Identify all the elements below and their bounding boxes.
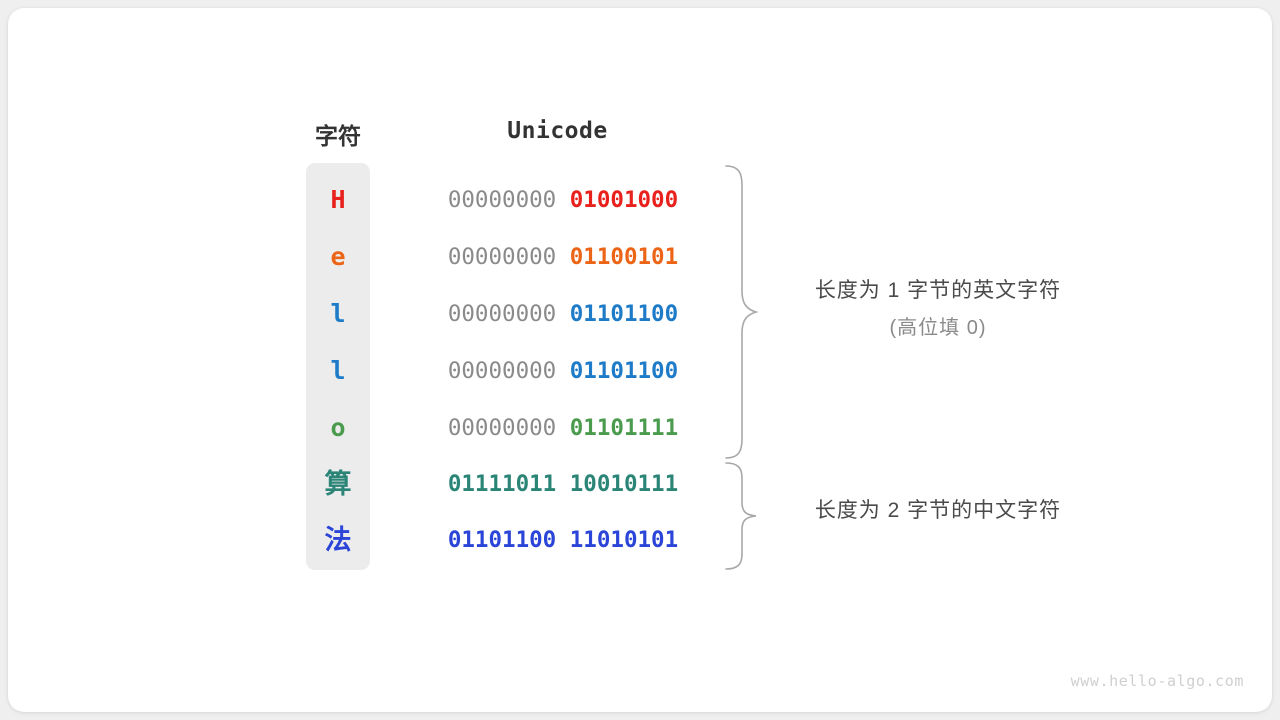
annotation-english-line1: 长度为 1 字节的英文字符 <box>814 279 1062 302</box>
character-cell: H <box>330 185 346 214</box>
unicode-low-byte: 10010111 <box>569 471 679 497</box>
unicode-binary-cell: 00000000 01101100 <box>427 356 699 386</box>
brace-english-rows <box>725 165 759 459</box>
unicode-high-byte: 00000000 <box>447 187 557 213</box>
annotation-chinese: 长度为 2 字节的中文字符 <box>753 494 1123 524</box>
character-cell: 算 <box>324 469 352 499</box>
column-header-character: 字符 <box>315 123 361 149</box>
character-cell: l <box>330 299 346 328</box>
unicode-high-byte: 00000000 <box>447 244 557 270</box>
brace-chinese-rows <box>725 462 757 570</box>
unicode-low-byte: 01101100 <box>569 358 679 384</box>
unicode-low-byte: 01101100 <box>569 301 679 327</box>
character-cell: e <box>330 242 346 271</box>
unicode-low-byte: 01001000 <box>569 187 679 213</box>
character-cell: l <box>330 356 346 385</box>
character-column-background <box>306 163 370 570</box>
unicode-high-byte: 01111011 <box>447 471 557 497</box>
column-header-unicode: Unicode <box>507 118 608 144</box>
unicode-binary-cell: 01111011 10010111 <box>427 469 699 499</box>
unicode-low-byte: 01100101 <box>569 244 679 270</box>
unicode-binary-cell: 01101100 11010101 <box>427 525 699 555</box>
character-cell: o <box>330 413 346 442</box>
site-watermark: www.hello-algo.com <box>1070 672 1244 690</box>
unicode-binary-cell: 00000000 01101100 <box>427 299 699 329</box>
unicode-high-byte: 00000000 <box>447 358 557 384</box>
unicode-low-byte: 01101111 <box>569 415 679 441</box>
annotation-english: 长度为 1 字节的英文字符 (高位填 0) <box>753 274 1123 340</box>
unicode-binary-cell: 00000000 01100101 <box>427 242 699 272</box>
unicode-high-byte: 00000000 <box>447 415 557 441</box>
unicode-binary-cell: 00000000 01001000 <box>427 185 699 215</box>
unicode-high-byte: 01101100 <box>447 527 557 553</box>
annotation-chinese-line1: 长度为 2 字节的中文字符 <box>814 499 1062 522</box>
unicode-high-byte: 00000000 <box>447 301 557 327</box>
character-cell: 法 <box>324 525 352 555</box>
figure-card: 字符 Unicode H 00000000 01001000 e 00000000 0… <box>8 8 1272 712</box>
unicode-low-byte: 11010101 <box>569 527 679 553</box>
unicode-encoding-diagram: 字符 Unicode H 00000000 01001000 e 00000000 0… <box>8 8 1272 712</box>
annotation-english-line2: (高位填 0) <box>889 317 987 339</box>
unicode-binary-cell: 00000000 01101111 <box>427 413 699 443</box>
